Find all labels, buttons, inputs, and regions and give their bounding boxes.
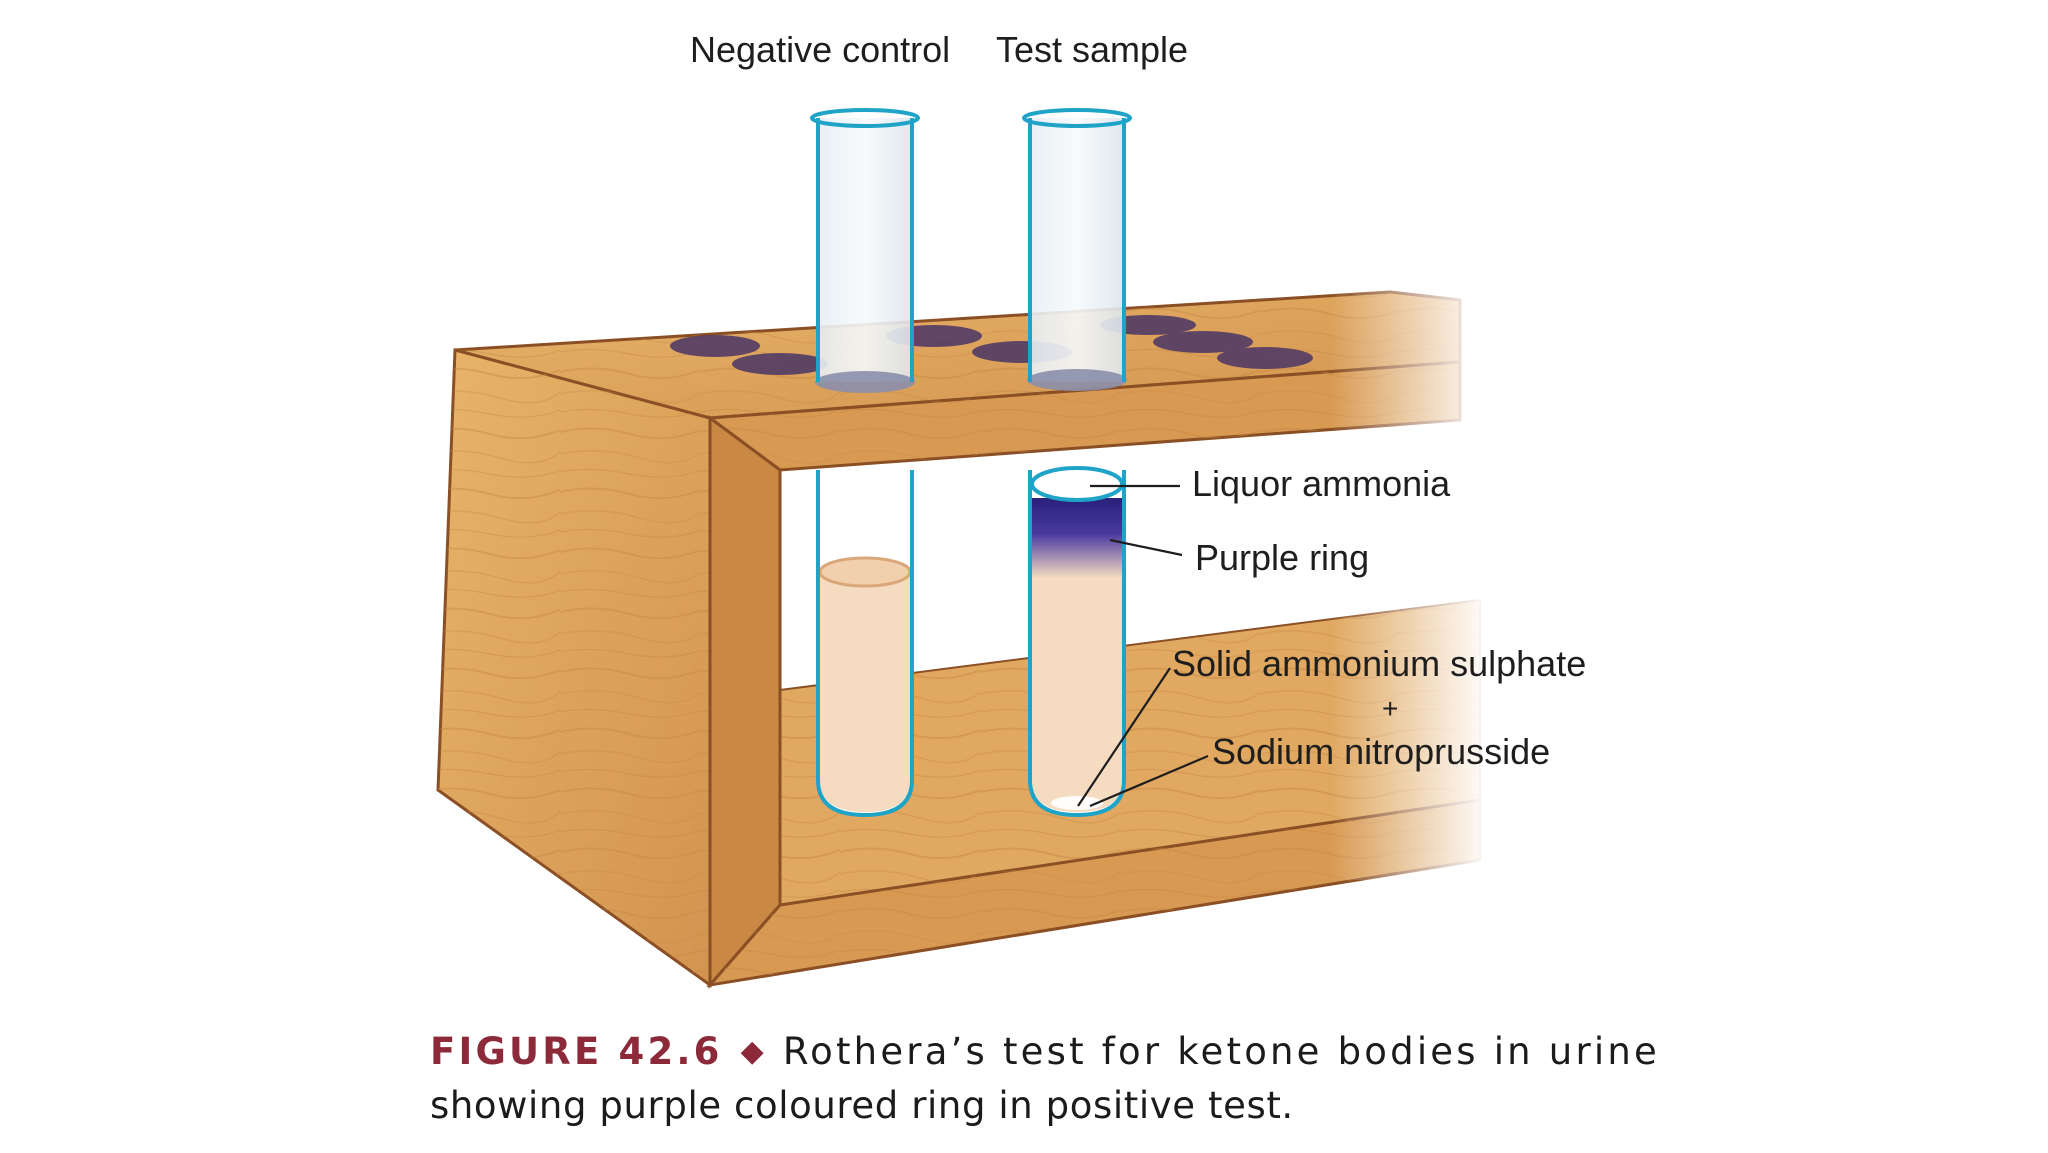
label-liquor-ammonia: Liquor ammonia xyxy=(1192,463,1451,504)
test-sample-tube xyxy=(1022,108,1132,818)
solid-reagent xyxy=(1051,796,1103,810)
rack-hole xyxy=(1153,331,1253,353)
rack-hole xyxy=(732,353,828,375)
rack-hole xyxy=(1217,347,1313,369)
rack xyxy=(436,280,1490,989)
label-negative-control: Negative control xyxy=(690,29,950,70)
label-sodium-nitroprusside: Sodium nitroprusside xyxy=(1212,731,1550,772)
purple-ring-band xyxy=(1032,498,1122,578)
caption-text-1: Rothera’s test for ketone bodies in urin… xyxy=(782,1030,1660,1073)
label-purple-ring: Purple ring xyxy=(1195,537,1369,578)
caption-line-1: FIGURE 42.6 ◆ Rothera’s test for ketone bo… xyxy=(430,1030,1657,1084)
label-solid-ammonium-sulphate: Solid ammonium sulphate xyxy=(1172,643,1586,684)
leader-lines xyxy=(1077,484,1209,808)
caption-line-2: showing purple coloured ring in positive… xyxy=(430,1084,1294,1127)
diamond-icon: ◆ xyxy=(740,1034,767,1069)
urine-meniscus xyxy=(818,556,912,588)
leader-sodium-nitroprusside xyxy=(1089,754,1209,808)
label-test-sample: Test sample xyxy=(996,29,1188,70)
leader-purple-ring xyxy=(1109,538,1183,557)
liquor-ammonia-layer xyxy=(1030,466,1124,502)
negative-control-tube xyxy=(810,108,920,818)
rack-hole xyxy=(670,335,760,357)
rack-front-frame xyxy=(705,360,1482,989)
leader-solid-ammonium-sulphate xyxy=(1077,667,1171,807)
label-plus: + xyxy=(1382,693,1398,724)
figure-caption: FIGURE 42.6 ◆ Rothera’s test for ketone bo… xyxy=(430,1030,1657,1127)
figure-number: FIGURE 42.6 xyxy=(430,1030,723,1073)
urine-liquid xyxy=(820,572,910,812)
